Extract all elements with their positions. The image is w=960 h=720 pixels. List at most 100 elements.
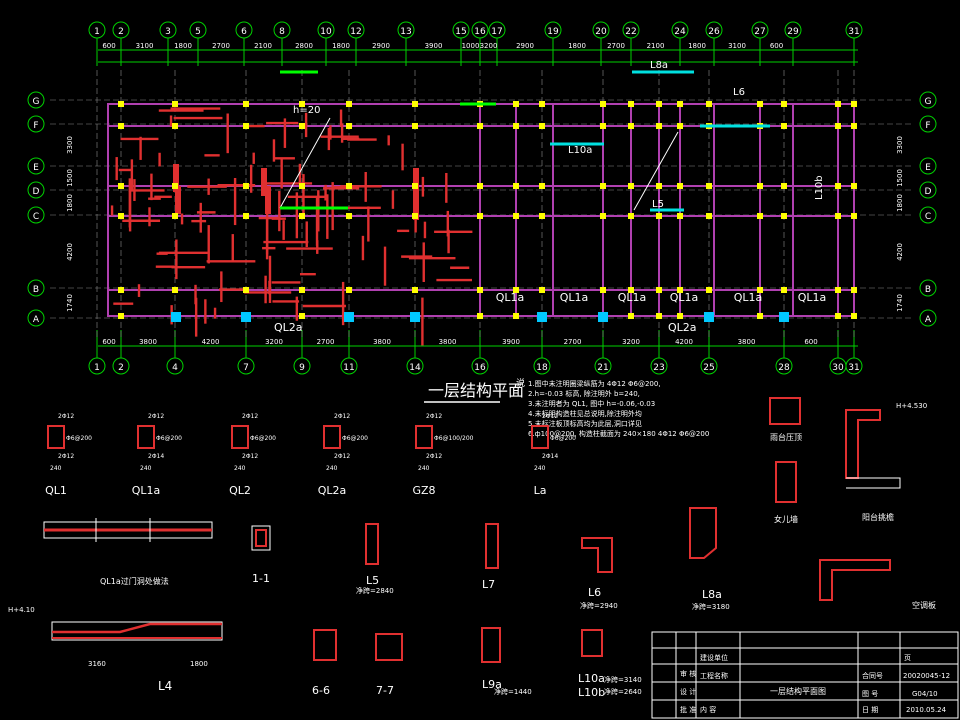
column-84 (513, 101, 519, 107)
section-l9a-span: 净跨=1440 (494, 687, 532, 696)
axis-label-bottom-16: 16 (474, 363, 486, 373)
column-27 (346, 213, 352, 219)
notes-heading: 说 (516, 377, 525, 389)
axis-label-top-31: 31 (848, 27, 859, 37)
column-83 (851, 313, 857, 319)
section-QL2a-box (323, 425, 341, 449)
axis-bubble-row-D-right (919, 181, 937, 199)
detail-aircon-label: 空调板 (912, 600, 936, 610)
column-72 (835, 101, 841, 107)
axis-label-top-19: 19 (547, 27, 559, 37)
axis-bubble-row-E-left (27, 157, 45, 175)
side-dim-3-r: 4200 (896, 243, 904, 261)
detail-wall-label: 女儿墙 (774, 514, 798, 524)
top-dim-1: 3100 (136, 42, 154, 50)
section-QL1a-width: 240 (140, 465, 152, 472)
column-19 (299, 123, 305, 129)
axis-label-bottom-7: 7 (243, 363, 249, 373)
section-l9a-label: L9a (482, 678, 502, 691)
column-59 (656, 313, 662, 319)
tb-date-label: 日 期 (862, 706, 878, 714)
green-beams (280, 70, 496, 210)
axis-label-top-13: 13 (400, 27, 411, 37)
tb-drawing-no: 20020045-12 (903, 672, 950, 680)
section-l10: L10a 净跨=3140 L10b 净跨=2640 (578, 629, 642, 699)
column-cyan-1 (241, 312, 251, 322)
tb-unit: 建设单位 (700, 653, 728, 662)
column-8 (172, 183, 178, 189)
section-l5: L5 净跨=2840 (356, 523, 394, 595)
tb-no-label: 合同号 (862, 671, 883, 680)
section-La-width: 240 (534, 465, 546, 472)
side-dim-3-l: 4200 (66, 243, 74, 261)
axis-label-top-15: 15 (455, 27, 466, 37)
column-94 (628, 287, 634, 293)
column-78 (851, 101, 857, 107)
top-dim-3: 2700 (212, 42, 230, 50)
axis-label-row-B-right: B (925, 285, 931, 295)
top-dim-9: 1000 (462, 42, 480, 50)
tb-sheet-label: 页 (904, 654, 911, 662)
top-dim-10: 3200 (480, 42, 498, 50)
bottom-dim-5: 3800 (373, 338, 391, 346)
ql1a-door-detail: QL1a过门洞处做法 (43, 518, 213, 586)
side-dim-2-r: 1800 (896, 194, 904, 212)
section-l8a-label: L8a (702, 588, 722, 601)
column-88 (513, 287, 519, 293)
axis-label-top-20: 20 (595, 27, 607, 37)
tag-l6: L6 (733, 87, 745, 98)
axis-bubble-row-B-left (27, 279, 45, 297)
section-La-stirrup: Φ6@200 (550, 435, 576, 442)
column-37 (477, 123, 483, 129)
side-dim-1-l: 1500 (66, 169, 74, 187)
section-GZ8-box (415, 425, 433, 449)
column-38 (477, 183, 483, 189)
axis-label-row-D-right: D (925, 187, 932, 197)
ql1a-label-2: QL1a (618, 291, 647, 304)
column-26 (346, 183, 352, 189)
section-GZ8-label: GZ8 (412, 484, 435, 497)
tb-sheet-no-label: 图 号 (862, 690, 878, 698)
column-96 (677, 101, 683, 107)
tb-approve: 批 准 (680, 705, 696, 714)
column-50 (600, 183, 606, 189)
cyan-beams (550, 70, 770, 212)
column-82 (851, 287, 857, 293)
column-75 (835, 213, 841, 219)
column-48 (600, 101, 606, 107)
column-106 (757, 287, 763, 293)
axis-label-top-17: 17 (491, 27, 502, 37)
side-dim-1-r: 1500 (896, 169, 904, 187)
axis-bubble-row-A-left (27, 309, 45, 327)
tb-date: 2010.05.24 (906, 706, 947, 714)
column-105 (757, 213, 763, 219)
l4-left-level: H+4.10 (8, 606, 35, 614)
column-cyan-0 (171, 312, 181, 322)
beam-tags: L10a L8a L5 L6 L10b h=20 (293, 60, 825, 210)
column-6 (172, 101, 178, 107)
section-La-top: 2Φ12 (542, 413, 558, 420)
axis-label-bottom-2: 2 (118, 363, 124, 373)
column-3 (118, 213, 124, 219)
axis-label-bottom-14: 14 (409, 363, 421, 373)
section-QL2-top: 2Φ12 (242, 413, 258, 420)
section-QL1-bot: 2Φ12 (58, 453, 74, 460)
section-QL1-width: 240 (50, 465, 62, 472)
section-QL1a-box (137, 425, 155, 449)
section-QL1-top: 2Φ12 (58, 413, 74, 420)
axis-label-row-A-right: A (925, 315, 932, 325)
ql2a-labels: QL2a QL2a (274, 321, 697, 334)
tb-design: 设 计 (680, 687, 696, 696)
top-dim-13: 2700 (607, 42, 625, 50)
axis-bubble-row-G-left (27, 91, 45, 109)
bottom-dim-2: 4200 (202, 338, 220, 346)
top-dim-6: 1800 (332, 42, 350, 50)
section-l9a: L9a 净跨=1440 (481, 627, 532, 696)
column-99 (677, 213, 683, 219)
column-45 (539, 213, 545, 219)
